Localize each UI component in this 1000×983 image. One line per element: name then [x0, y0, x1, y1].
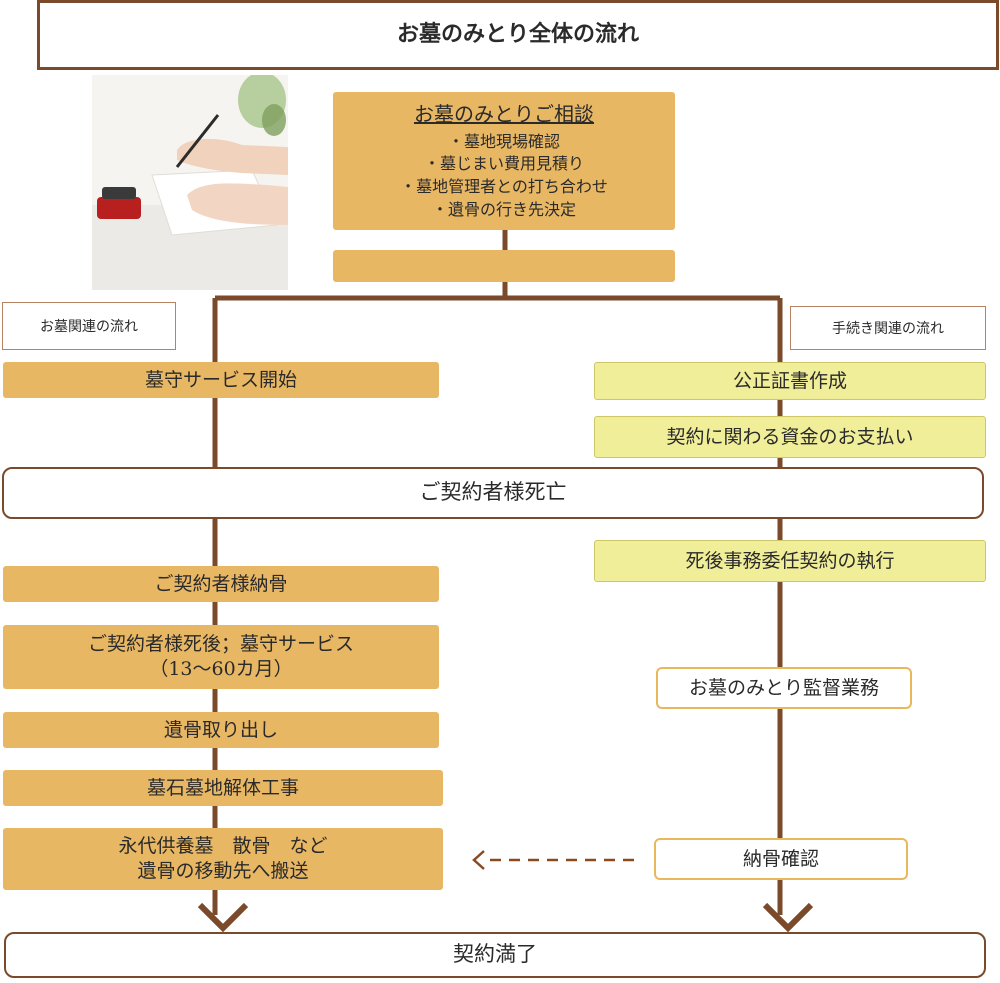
left-down-arrow-icon: [197, 902, 249, 933]
step-contractor-burial: ご契約者様納骨: [3, 566, 439, 602]
consultation-item: ・墓じまい費用見積り: [423, 154, 584, 174]
step-post-death-service: ご契約者様死後；墓守サービス （13～60カ月）: [3, 625, 439, 689]
left-flow-tag: お墓関連の流れ: [2, 302, 176, 350]
consultation-box: お墓のみとりご相談 ・墓地現場確認 ・墓じまい費用見積り ・墓地管理者との打ち合…: [333, 92, 675, 230]
step-execution: 死後事務委任契約の執行: [594, 540, 986, 582]
step-relocate-remains: 永代供養墓 散骨 など 遺骨の移動先へ搬送: [3, 828, 443, 890]
consultation-photo: [92, 75, 288, 290]
step-relocate-remains-line1: 永代供養墓 散骨 など: [118, 835, 328, 858]
step-grave-service-start: 墓守サービス開始: [3, 362, 439, 398]
step-payment: 契約に関わる資金のお支払い: [594, 416, 986, 458]
step-remove-remains: 遺骨取り出し: [3, 712, 439, 748]
left-arrow-icon: [472, 850, 485, 870]
consultation-item: ・墓地現場確認: [447, 131, 560, 151]
step-supervision: お墓のみとり監督業務: [656, 667, 912, 709]
step-contractor-death: ご契約者様死亡: [2, 467, 984, 519]
right-flow-tag: 手続き関連の流れ: [790, 306, 986, 350]
blank-step-bar: [333, 250, 675, 282]
page-title-text: お墓のみとり全体の流れ: [396, 21, 639, 47]
consultation-heading: お墓のみとりご相談: [414, 102, 594, 127]
step-demolition: 墓石墓地解体工事: [3, 770, 443, 806]
step-post-death-service-line2: （13～60カ月）: [149, 658, 293, 680]
step-contract-end: 契約満了: [4, 932, 986, 978]
step-notary-deed: 公正証書作成: [594, 362, 986, 400]
step-burial-confirmation: 納骨確認: [654, 838, 908, 880]
consultation-item: ・遺骨の行き先決定: [431, 199, 576, 219]
step-post-death-service-line1: ご契約者様死後；墓守サービス: [87, 633, 354, 656]
right-down-arrow-icon: [762, 902, 814, 933]
step-relocate-remains-line2: 遺骨の移動先へ搬送: [137, 860, 309, 882]
page-title: お墓のみとり全体の流れ: [37, 0, 999, 70]
consultation-item: ・墓地管理者との打ち合わせ: [400, 177, 608, 197]
